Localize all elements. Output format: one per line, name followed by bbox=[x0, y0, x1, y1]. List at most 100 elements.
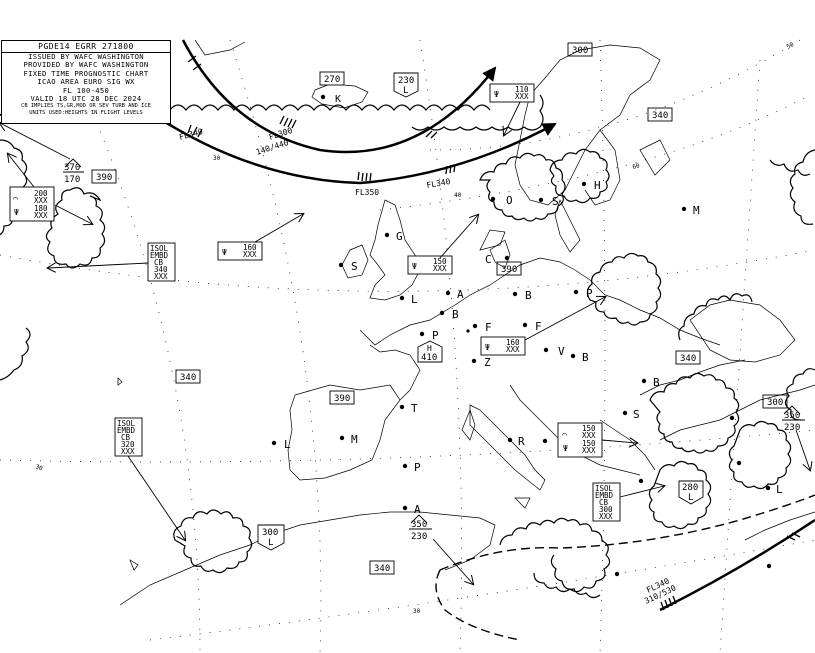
cloud-box-line: 340 bbox=[154, 265, 168, 274]
turbulence-icon: ⌒ bbox=[13, 194, 18, 203]
graticule-label: 50 bbox=[786, 41, 796, 51]
jet-label: FL350 bbox=[355, 188, 379, 197]
cloud-box-line: EMBD bbox=[595, 491, 614, 500]
header-line: FIXED TIME PROGNOSTIC CHART bbox=[23, 68, 149, 78]
cities: H O S M G S C A B L B F P F P V B Z T L … bbox=[271, 94, 783, 577]
tropopause-value: 390 bbox=[334, 394, 350, 404]
icing-icon: Ψ bbox=[494, 90, 499, 99]
turbulence-icon: ⌒ bbox=[562, 430, 567, 439]
icing-icon: Ψ bbox=[14, 208, 19, 217]
cloud-box-line: XXX bbox=[121, 447, 135, 456]
cloud-box-line: XXX bbox=[515, 92, 529, 101]
cloud-box-line: ISOL bbox=[117, 419, 136, 428]
header-line: ICAO AREA EURO SIG WX bbox=[37, 77, 135, 87]
pressure-center: K bbox=[335, 94, 341, 105]
cb-area-med-east bbox=[648, 460, 712, 530]
cloud-box-line: ISOL bbox=[595, 484, 614, 493]
city-label: S bbox=[351, 260, 358, 273]
cloud-box-line: CB bbox=[121, 433, 131, 442]
pressure-centers: 270 K 230 L H 410 300 L 280 L bbox=[257, 71, 704, 551]
header-line: FL 100-450 bbox=[62, 85, 110, 95]
cloud-box-line: XXX bbox=[34, 211, 48, 220]
header-line: VALID 18 UTC 28 DEC 2024 bbox=[30, 94, 142, 104]
cloud-box-line: 150 bbox=[582, 439, 596, 448]
header-note: UNITS USED:HEIGHTS IN FLIGHT LEVELS bbox=[29, 109, 143, 116]
cloud-box-line: 180 bbox=[34, 204, 48, 213]
cloud-box-line: XXX bbox=[599, 512, 613, 521]
tropopause-value: 300 bbox=[767, 398, 783, 408]
cloud-box-line: ISOL bbox=[150, 244, 169, 253]
header-note: CB IMPLIES TS,GR,MOD OR SEV TURB AND ICE bbox=[21, 103, 151, 110]
cloud-box-line: 320 bbox=[121, 440, 135, 449]
tropopause-value: 390 bbox=[96, 173, 112, 183]
cloud-box-line: 200 bbox=[34, 189, 48, 198]
pressure-level: 280 bbox=[682, 483, 698, 493]
city-label: A bbox=[457, 288, 464, 301]
icing-icon: Ψ bbox=[222, 248, 227, 257]
graticule bbox=[0, 39, 815, 653]
chart-id: PGDE14 EGRR 271800 bbox=[2, 41, 170, 53]
cloud-box-line: XXX bbox=[243, 250, 257, 259]
cloud-box-line: XXX bbox=[433, 264, 447, 273]
city-label: S bbox=[633, 408, 640, 421]
cloud-box-line: XXX bbox=[154, 272, 168, 281]
graticule-label: 30 bbox=[213, 155, 221, 162]
city-label: B bbox=[582, 351, 589, 364]
pressure-center: 410 bbox=[421, 353, 437, 363]
tropopause-value: 390 bbox=[501, 265, 517, 275]
cloud-box-line: CB bbox=[154, 258, 164, 267]
tropopause-stack: 230 bbox=[784, 423, 800, 433]
cloud-box-line: XXX bbox=[506, 345, 520, 354]
city-label: P bbox=[432, 329, 439, 342]
city-label: F bbox=[535, 320, 542, 333]
cb-area-north-africa bbox=[173, 509, 253, 574]
city-label: P bbox=[414, 461, 421, 474]
city-label: M bbox=[693, 204, 700, 217]
jet-stream-main bbox=[164, 120, 557, 185]
jet-labels: FL300 140/440 FL340 FL350 FL340 FL340 31… bbox=[178, 126, 677, 606]
pressure-center: L bbox=[268, 538, 273, 548]
city-label: B bbox=[525, 289, 532, 302]
jet-label: FL340 bbox=[178, 127, 204, 142]
graticule-label: 30 bbox=[34, 463, 44, 472]
cb-area-scandinavia bbox=[479, 152, 566, 222]
tropopause-boxes: 300 340 390 390 340 390 340 300 340 bbox=[91, 42, 788, 575]
city-label: F bbox=[485, 321, 492, 334]
city-label: B bbox=[653, 376, 660, 389]
cb-area-black-sea bbox=[649, 372, 740, 454]
coastlines bbox=[24, 39, 815, 606]
city-label: P bbox=[586, 287, 593, 300]
pressure-level: H bbox=[427, 344, 432, 353]
city-label: Z bbox=[484, 356, 491, 369]
tropopause-stack: 370 bbox=[64, 163, 80, 173]
tropopause-value: 340 bbox=[374, 564, 390, 574]
pressure-level: 230 bbox=[398, 76, 414, 86]
cloud-box-line: XXX bbox=[34, 196, 48, 205]
city-label: V bbox=[558, 345, 565, 358]
tropopause-value: 340 bbox=[180, 373, 196, 383]
pressure-level: 270 bbox=[324, 75, 340, 85]
cb-area-east bbox=[586, 252, 662, 326]
tropopause-stacks: 370 170 350 230 350 230 bbox=[63, 158, 805, 542]
tropopause-stack: 350 bbox=[411, 520, 427, 530]
icing-icon: Ψ bbox=[412, 262, 417, 271]
cb-area-north-atlantic bbox=[169, 94, 544, 131]
icing-icon: Ψ bbox=[485, 343, 490, 352]
tropopause-stack: 170 bbox=[64, 175, 80, 185]
graticule-label: 40 bbox=[454, 192, 462, 199]
jet-label: FL340 bbox=[426, 177, 451, 190]
city-label: T bbox=[411, 402, 418, 415]
city-label: H bbox=[594, 179, 601, 192]
cloud-box-line: 110 bbox=[515, 85, 529, 94]
tropopause-value: 340 bbox=[680, 354, 696, 364]
city-label: M bbox=[351, 433, 358, 446]
pressure-center: L bbox=[688, 493, 693, 503]
graticule-label: 30 bbox=[413, 608, 421, 615]
cloud-box-line: 150 bbox=[582, 424, 596, 433]
pressure-center: L bbox=[403, 86, 408, 96]
cb-area-east-edge bbox=[784, 149, 815, 421]
cloud-boxes: 200 XXX 180 XXX ⌒ Ψ ISOL EMBD CB 340 XXX… bbox=[9, 83, 621, 522]
cb-area-turkey bbox=[728, 420, 792, 490]
graticule-label: 60 bbox=[632, 162, 641, 171]
